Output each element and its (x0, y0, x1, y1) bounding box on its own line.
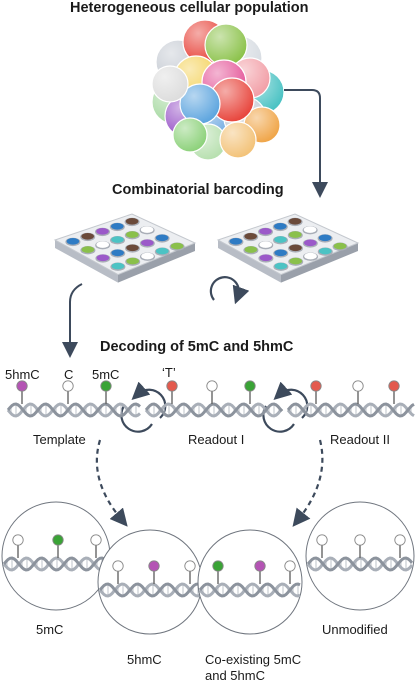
well (155, 234, 169, 242)
dna-group (1, 380, 415, 635)
well (126, 231, 139, 238)
label-5hmC: 5hmC (5, 367, 40, 382)
circle-5mC (1, 501, 111, 611)
dna-readout-2 (286, 402, 415, 418)
label-readout-1: Readout I (188, 432, 245, 447)
circle-5hmC-mark-0 (112, 560, 124, 584)
well (289, 244, 302, 252)
well (289, 257, 303, 265)
circle-coexist-mark-2 (284, 560, 296, 584)
well (274, 262, 288, 270)
circle-5hmC-dna (98, 582, 201, 598)
well (140, 226, 154, 233)
well (111, 223, 124, 230)
cycle-arrow-1a (120, 405, 153, 433)
dashed-arrow-left (95, 439, 128, 527)
cycle-arrows-icon (209, 276, 250, 305)
circle-coexist-dna (198, 582, 301, 598)
well (229, 238, 243, 245)
well (111, 262, 125, 270)
well (319, 247, 332, 255)
well (170, 242, 184, 250)
arrow-plates-to-decoding (62, 283, 83, 358)
circle-unmodified-mark-0 (316, 534, 328, 558)
circle-5hmC-mark-1 (148, 560, 160, 584)
well (81, 233, 94, 240)
well (259, 254, 273, 262)
population-title: Heterogeneous cellular population (70, 0, 309, 16)
circle-unmodified (305, 501, 415, 611)
dna-template-mark-0 (16, 380, 28, 404)
well-plate-left (53, 213, 197, 283)
barcoding-title: Combinatorial barcoding (112, 182, 284, 198)
circle-label-coexist-2: and 5hmC (205, 668, 265, 683)
dna-readout-2-mark-2 (388, 380, 400, 404)
dna-readout-1-mark-2 (244, 380, 256, 404)
well (81, 246, 95, 253)
cell-cluster-icon (151, 19, 285, 161)
circle-5hmC-mark-2 (184, 560, 196, 584)
well (259, 241, 273, 248)
circle-coexist-mark-1 (254, 560, 266, 584)
well (259, 228, 272, 235)
circle-label-5hmC: 5hmC (127, 652, 162, 667)
circle-5mC-mark-0 (12, 534, 24, 558)
well (304, 239, 317, 247)
well (318, 234, 332, 242)
well (244, 246, 258, 253)
dna-readout-1-mark-0 (166, 380, 178, 404)
circle-label-5mC: 5mC (36, 622, 64, 637)
well (66, 238, 80, 245)
well (126, 244, 139, 252)
dna-readout-1 (144, 402, 284, 418)
well (126, 257, 139, 265)
dna-readout-2-mark-0 (310, 380, 322, 404)
well (96, 254, 110, 262)
well (333, 242, 347, 250)
circle-unmodified-mark-1 (354, 534, 366, 558)
well (274, 249, 288, 257)
dna-template-mark-1 (62, 380, 74, 404)
well (141, 252, 154, 260)
circle-coexist (197, 529, 303, 635)
well (289, 231, 302, 238)
label-5mC: 5mC (92, 367, 120, 382)
label-template: Template (33, 432, 86, 447)
dna-template (6, 402, 141, 418)
well (125, 218, 139, 225)
well (304, 252, 317, 260)
dna-readout-2-mark-1 (352, 380, 364, 404)
well (274, 223, 287, 230)
well (288, 218, 302, 225)
circle-label-unmodified: Unmodified (322, 622, 388, 637)
circle-coexist-mark-0 (212, 560, 224, 584)
label-T: ‘T’ (162, 365, 176, 380)
circle-5mC-mark-1 (52, 534, 64, 558)
circle-unmodified-mark-2 (394, 534, 406, 558)
circle-5hmC (97, 529, 203, 635)
well (303, 226, 317, 233)
circle-label-coexist-1: Co-existing 5mC (205, 652, 302, 667)
well (96, 241, 109, 248)
well (96, 228, 109, 235)
dna-readout-1-mark-1 (206, 380, 218, 404)
dashed-arrow-right (292, 439, 324, 527)
circle-5mC-mark-2 (90, 534, 102, 558)
well (156, 247, 169, 255)
decoding-title: Decoding of 5mC and 5hmC (100, 339, 294, 355)
well (111, 236, 124, 243)
label-C: C (64, 367, 74, 382)
well (244, 233, 257, 240)
plates-group (53, 213, 360, 283)
dna-template-mark-2 (100, 380, 112, 404)
well (141, 239, 154, 247)
well (111, 249, 124, 257)
well-plate-right (216, 213, 360, 283)
arrow-cells-to-plates (284, 89, 328, 198)
well (274, 236, 287, 243)
label-readout-2: Readout II (330, 432, 390, 447)
